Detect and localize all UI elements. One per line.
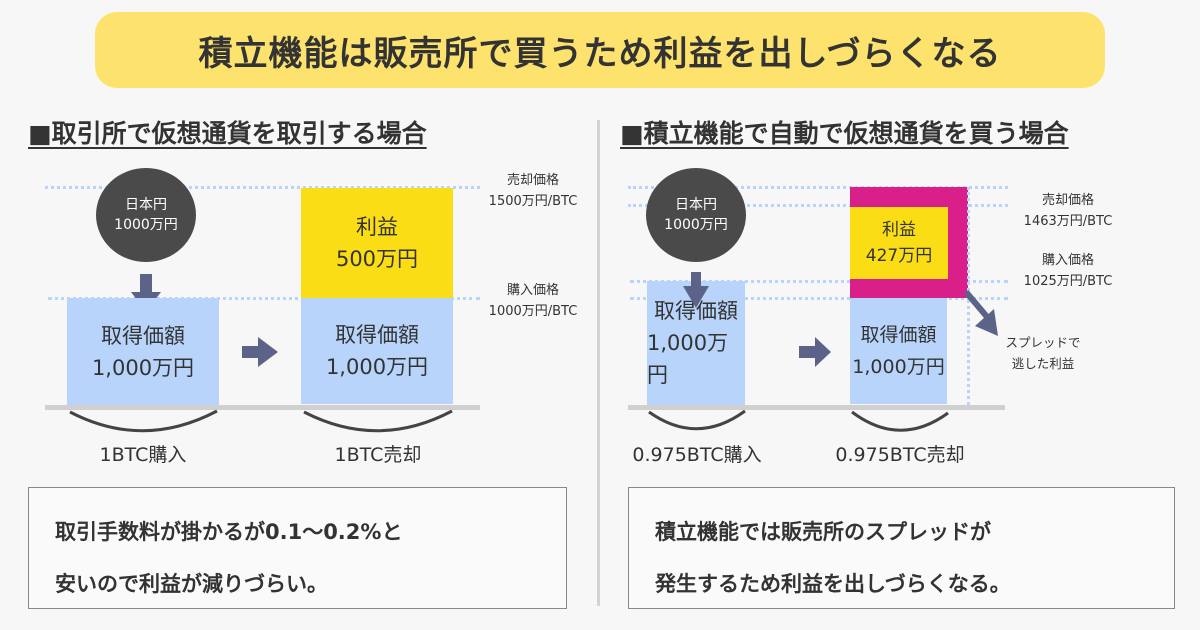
yen-circle: 日本円 1000万円 [646, 168, 746, 262]
baseline [45, 405, 480, 410]
buy-price-label: 購入価格 [506, 283, 559, 298]
circle-amount: 1000万円 [664, 217, 728, 233]
buy-price: 購入価格 1025万円/BTC [1015, 250, 1121, 292]
page-title: 積立機能は販売所で買うため利益を出しづらくなる [95, 12, 1105, 88]
buy-price-line [630, 280, 1008, 283]
spread-label: スプレッドで 逃した利益 [1000, 332, 1086, 374]
sell-price: 売却価格 1500万円/BTC [480, 170, 586, 212]
divider [597, 120, 600, 606]
sell-price-value: 1500万円/BTC [488, 194, 578, 209]
profit-box: 利益 500万円 [301, 188, 453, 298]
acquired-box-sell: 取得価額 1,000万円 [301, 298, 453, 404]
sell-caption: 1BTC売却 [334, 444, 422, 466]
profit-label: 利益 [882, 220, 916, 240]
sell-caption: 0.975BTC売却 [835, 444, 965, 466]
profit-label: 利益 [356, 215, 398, 239]
left-heading: ■取引所で仮想通貨を取引する場合 [28, 119, 427, 148]
sell-price-line [45, 186, 480, 189]
arrow-right-icon [242, 337, 278, 367]
sell-price: 売却価格 1463万円/BTC [1015, 190, 1121, 232]
yen-circle: 日本円 1000万円 [96, 168, 196, 262]
box-amount: 1,000万円 [325, 355, 429, 379]
acquired-box-buy: 取得価額 1,000万円 [67, 298, 219, 405]
note-line: 発生するため利益を出しづらくなる。 [655, 572, 1011, 596]
arrow-down-icon [683, 272, 709, 308]
profit-amount: 427万円 [865, 246, 933, 266]
circle-label: 日本円 [125, 197, 167, 213]
box-label: 取得価額 [335, 323, 419, 347]
circle-amount: 1000万円 [114, 217, 178, 233]
circle-label: 日本円 [675, 197, 717, 213]
note-line: 安いので利益が減りづらい。 [55, 572, 328, 596]
profit-amount: 500万円 [335, 247, 419, 271]
buy-price-label: 購入価格 [1041, 253, 1094, 268]
sell-price-line [628, 186, 1008, 189]
spread-line1: スプレッドで [1005, 335, 1081, 350]
buy-price: 購入価格 1000万円/BTC [480, 280, 586, 322]
left-note: 取引手数料が掛かるが0.1〜0.2%と 安いので利益が減りづらい。 [28, 487, 567, 609]
sell-price-line-adjusted [628, 204, 1008, 207]
box-label: 取得価額 [101, 323, 185, 348]
buy-caption: 0.975BTC購入 [632, 444, 762, 466]
buy-price-line-adjusted [630, 297, 1008, 300]
box-amount: 1,000万円 [852, 356, 945, 378]
acquired-box-buy: 取得価額 1,000万円 [647, 281, 745, 405]
baseline [628, 405, 1005, 410]
profit-box: 利益 427万円 [850, 207, 948, 279]
sell-price-label: 売却価格 [506, 173, 559, 188]
arrow-down-icon [131, 274, 161, 312]
sell-price-value: 1463万円/BTC [1023, 214, 1113, 229]
arrow-right-icon [799, 337, 831, 367]
right-note: 積立機能では販売所のスプレッドが 発生するため利益を出しづらくなる。 [628, 487, 1175, 609]
buy-caption: 1BTC購入 [99, 444, 187, 466]
right-heading: ■積立機能で自動で仮想通貨を買う場合 [620, 119, 1069, 148]
buy-price-value: 1000万円/BTC [488, 304, 578, 319]
buy-price-line [48, 297, 480, 300]
spread-line2: 逃した利益 [1011, 356, 1075, 371]
note-line: 取引手数料が掛かるが0.1〜0.2%と [55, 520, 403, 544]
sell-price-label: 売却価格 [1041, 193, 1094, 208]
acquired-box-sell: 取得価額 1,000万円 [850, 298, 947, 404]
box-label: 取得価額 [860, 324, 937, 346]
arrow-diagonal-icon [963, 290, 998, 336]
brace-icon [648, 409, 949, 432]
note-line: 積立機能では販売所のスプレッドが [655, 520, 991, 544]
buy-price-value: 1025万円/BTC [1023, 274, 1113, 289]
brace-icon [69, 409, 453, 433]
box-amount: 1,000万円 [647, 331, 729, 387]
box-amount: 1,000万円 [91, 355, 195, 380]
